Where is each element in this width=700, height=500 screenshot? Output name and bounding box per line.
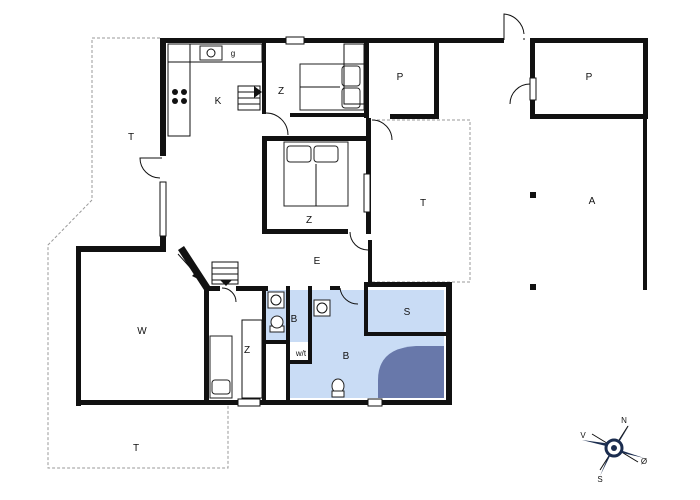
shower-area — [378, 346, 444, 398]
wall-carport-east — [643, 118, 647, 290]
carport-post-1 — [530, 192, 536, 198]
compass-north-label: N — [621, 416, 627, 425]
wall-east-shed — [643, 38, 648, 118]
label-kitchen: K — [215, 96, 222, 107]
carport-post-2 — [530, 284, 536, 290]
door-z1 — [265, 112, 289, 136]
wall-z2-north — [262, 136, 368, 141]
stove-icon — [172, 89, 187, 104]
wall-w-west — [76, 246, 81, 406]
label-w-room: W — [137, 326, 147, 337]
terrace-outline-west — [47, 37, 229, 469]
wall-east-lower — [446, 282, 452, 404]
compass-south-label: S — [597, 475, 602, 484]
window-south-2 — [367, 398, 383, 407]
wall-shed-west-lower — [530, 100, 535, 118]
wall-w-diagonal — [178, 246, 210, 290]
label-storage-1: P — [397, 72, 404, 83]
label-bedroom-3: Z — [244, 345, 250, 356]
door-bath — [339, 287, 359, 305]
arrow-w-entry — [177, 253, 200, 280]
wall-shed-west-upper — [530, 38, 535, 78]
compass-east-label: Ø — [641, 457, 647, 466]
door-z2 — [349, 231, 369, 251]
label-bath-2: B — [343, 351, 350, 362]
toilet-icon — [331, 378, 345, 398]
wall-z1-west — [262, 38, 266, 114]
label-bath-1: B — [291, 314, 298, 325]
wall-south-3 — [382, 400, 452, 405]
wall-s-south — [364, 332, 452, 336]
window-z2-east — [363, 173, 371, 213]
wall-wt-east — [308, 286, 312, 362]
wt-area — [290, 342, 312, 364]
window-north — [285, 36, 305, 45]
label-storage-2: P — [586, 72, 593, 83]
wall-north-1 — [160, 38, 286, 43]
wall-north-2 — [304, 38, 504, 43]
wall-bath-north — [330, 286, 340, 290]
wall-p1-east — [434, 38, 439, 118]
double-bed-z2 — [283, 141, 349, 207]
wall-z3-north-1 — [204, 286, 220, 291]
label-bedroom-2: Z — [306, 215, 312, 226]
kitchen-counter-side — [167, 43, 191, 137]
wall-p1-west — [364, 38, 369, 118]
wall-west-upper — [160, 38, 166, 156]
wall-hall-east — [368, 240, 372, 282]
door-z3 — [221, 287, 237, 303]
label-shed: S — [404, 307, 411, 318]
compass-rose-icon — [582, 424, 644, 476]
single-bed-z3 — [209, 335, 233, 399]
wall-z2-south — [262, 229, 348, 234]
basin-icon — [313, 299, 331, 317]
label-terrace-2: T — [420, 198, 426, 209]
toilet-icon — [269, 315, 285, 333]
wall-z2-west — [262, 136, 267, 234]
wall-south-1 — [76, 400, 238, 405]
label-g: g — [231, 49, 235, 58]
wall-w-north — [76, 246, 166, 252]
basin-icon — [267, 291, 285, 309]
staircase-kitchen — [237, 85, 262, 111]
wall-south-2 — [260, 400, 368, 405]
wall-wt-south — [290, 360, 312, 364]
compass-west-label: V — [580, 431, 586, 440]
wardrobe-z3 — [241, 319, 263, 399]
label-bedroom-1: Z — [278, 86, 284, 97]
wall-b1-south — [262, 340, 288, 344]
window-west — [159, 181, 167, 237]
window-south-1 — [237, 398, 261, 407]
wardrobe-z1 — [343, 43, 365, 105]
label-wt: w/t — [295, 349, 307, 358]
label-carport: A — [589, 196, 596, 207]
door-west-entry — [139, 157, 162, 179]
double-bed-z1 — [299, 63, 365, 111]
door-north-entry — [503, 13, 525, 40]
wall-z3-north-2 — [236, 286, 268, 291]
wall-s-west — [364, 282, 368, 336]
staircase-hall — [211, 261, 239, 286]
wall-shed-south — [530, 114, 648, 119]
door-shed — [509, 83, 531, 105]
wall-p1-south — [390, 114, 439, 119]
label-terrace-3: T — [133, 443, 139, 454]
sink-icon — [199, 45, 223, 61]
label-entrance-hall: E — [314, 256, 321, 267]
wall-w-east — [204, 286, 209, 404]
door-terrace — [371, 119, 393, 141]
wall-north-3 — [530, 38, 648, 43]
wall-z1-south — [290, 113, 368, 117]
window-shed — [529, 77, 537, 101]
wall-s-north — [364, 282, 452, 287]
label-terrace-1: T — [128, 132, 134, 143]
